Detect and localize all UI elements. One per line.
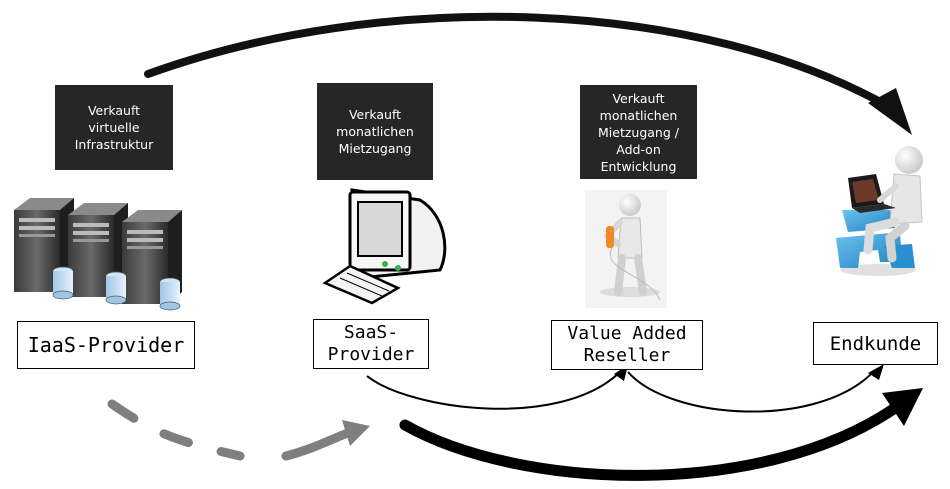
saas-provider-label: SaaS- Provider (313, 319, 429, 369)
var-description-box: Verkauft monatlichen Mietzugang / Add-on… (580, 85, 697, 179)
person-laptop-icon (836, 146, 923, 276)
computer-monitor-icon (322, 188, 447, 305)
iaas-provider-label: IaaS-Provider (17, 321, 195, 369)
server-rack-icon (14, 198, 182, 311)
endkunde-label: Endkunde (813, 322, 938, 365)
arrow-saas-to-endkunde (399, 388, 923, 481)
saas-description-text: Verkauft monatlichen Mietzugang (336, 107, 414, 156)
value-added-reseller-label: Value Added Reseller (551, 320, 703, 370)
arrow-saas-to-var (366, 365, 628, 410)
var-description-text: Verkauft monatlichen Mietzugang / Add-on… (598, 90, 679, 174)
saas-description-box: Verkauft monatlichen Mietzugang (317, 83, 433, 180)
iaas-description-text: Verkauft virtuelle Infrastruktur (74, 103, 154, 152)
saas-provider-label-text: SaaS- Provider (327, 322, 415, 365)
iaas-provider-label-text: IaaS-Provider (27, 333, 185, 357)
person-phone-icon (585, 190, 667, 308)
arrow-iaas-to-saas-dashed (107, 399, 370, 461)
arrow-var-to-endkunde (627, 364, 884, 413)
endkunde-label-text: Endkunde (829, 332, 922, 355)
iaas-description-box: Verkauft virtuelle Infrastruktur (55, 85, 173, 170)
value-added-reseller-label-text: Value Added Reseller (567, 323, 687, 366)
arrow-iaas-to-endkunde (144, 12, 912, 135)
